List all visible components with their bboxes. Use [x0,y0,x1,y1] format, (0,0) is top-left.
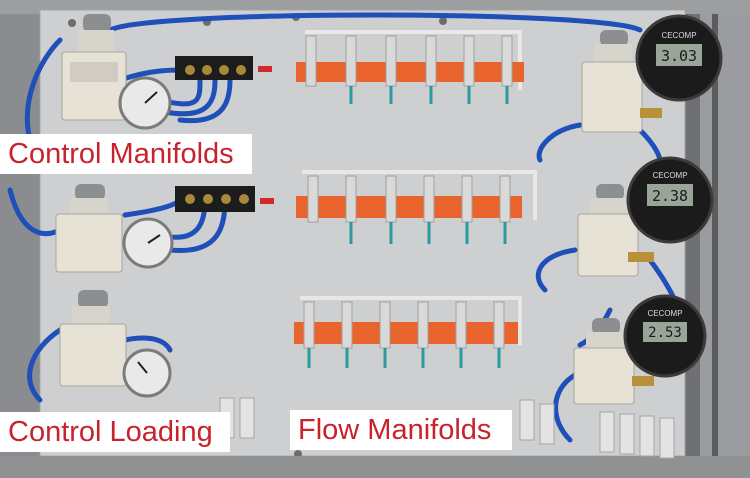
flow-manifold [296,30,524,104]
valve-manifold [175,186,274,212]
gauge-readout: 3.03 [661,47,697,65]
regulator [61,14,127,121]
pressure-gauge [118,76,172,130]
gauge-brand: CECOMP [652,171,687,180]
regulator [573,318,635,405]
pressure-gauge [122,217,174,269]
gauge-brand: CECOMP [661,31,696,40]
digital-gauge: CECOMP 2.38 [626,156,714,244]
digital-gauge: CECOMP 2.53 [623,294,707,378]
gauge-brand: CECOMP [647,309,682,318]
regulator [581,30,643,133]
flow-manifold [294,296,522,368]
control-loading-label: Control Loading [0,412,230,452]
regulator [55,184,123,273]
regulator [59,290,127,387]
gauge-readout: 2.38 [652,187,688,205]
gauge-readout: 2.53 [648,325,682,341]
pressure-gauge [122,348,172,398]
flow-manifold [296,170,537,244]
digital-gauge: CECOMP 3.03 [635,14,723,102]
valve-manifold [175,56,272,80]
flow-manifolds-label: Flow Manifolds [290,410,512,450]
control-manifolds-label: Control Manifolds [0,134,252,174]
regulator [577,184,639,277]
